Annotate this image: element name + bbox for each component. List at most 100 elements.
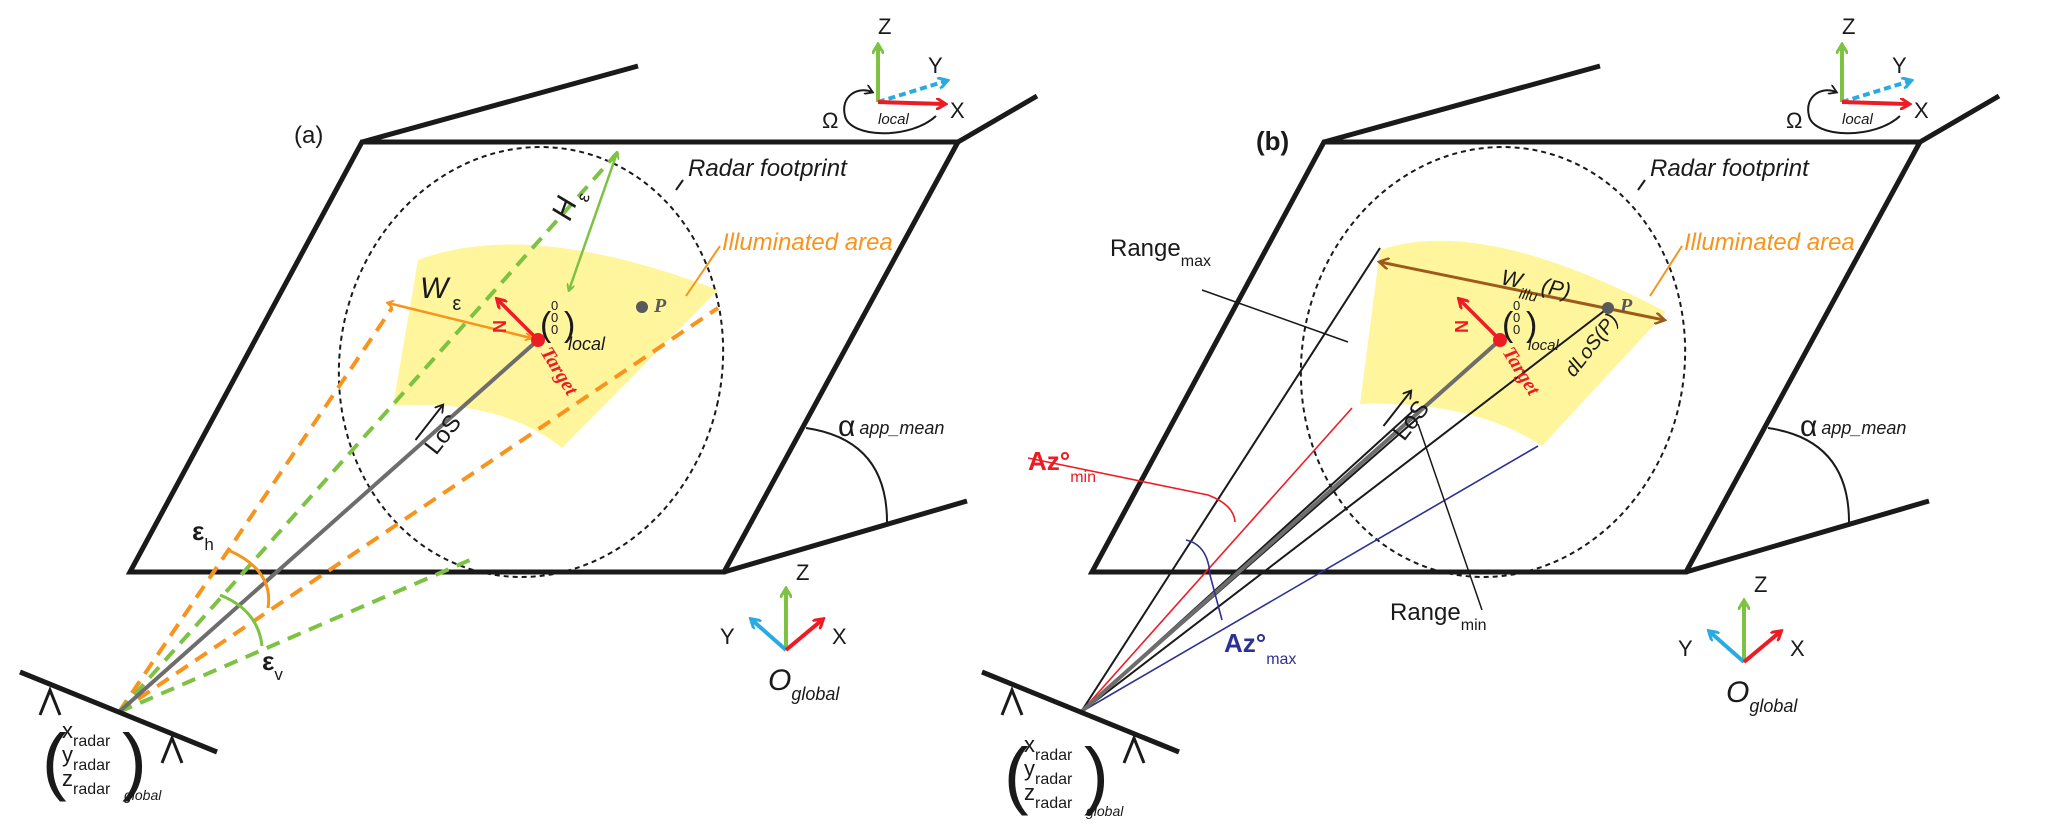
radar-up-arrow-icon	[38, 685, 62, 716]
radar-x-sub: radar	[73, 733, 111, 750]
point-p	[636, 301, 648, 313]
svg-text:xradar: xradar	[62, 718, 111, 750]
vertical-beam-lines	[117, 150, 620, 714]
illuminated-area-label: Illuminated area	[1684, 229, 1855, 256]
range-max-leader	[1201, 289, 1349, 343]
range-min-label: Range	[1390, 599, 1461, 626]
local-axes: Z Y X Ω local	[1786, 14, 1929, 135]
local-y-axis-icon	[877, 81, 946, 104]
local-origin-zero-1: 0	[551, 298, 558, 313]
alpha-sub: app_mean	[1821, 418, 1906, 438]
global-axes: Z Y X Oglobal	[720, 560, 847, 704]
local-origin-zero-2: 0	[1513, 310, 1520, 325]
los-arrow-icon	[1382, 391, 1411, 427]
los-label: LoS	[419, 409, 467, 459]
local-origin-zero-1: 0	[1513, 298, 1520, 313]
radar-y-var: y	[1024, 756, 1035, 781]
svg-text:εh: εh	[192, 516, 214, 554]
radar-footprint-leader	[675, 179, 684, 191]
local-z-label: Z	[1842, 14, 1855, 39]
local-origin-zero-3: 0	[1513, 322, 1520, 337]
local-x-label: X	[1914, 98, 1929, 123]
svg-text:zradar: zradar	[1024, 780, 1073, 812]
radar-footprint-label: Radar footprint	[688, 155, 848, 182]
az-min-label: Az°	[1028, 446, 1070, 476]
az-max-line	[1080, 445, 1539, 713]
epsilon-h-arc-icon	[227, 548, 271, 609]
panel-label: (a)	[294, 122, 323, 149]
az-min-sub: min	[1070, 469, 1096, 486]
local-origin-zero-3: 0	[551, 322, 558, 337]
radar-bar	[981, 669, 1180, 755]
w-illu-sub: illu	[1517, 285, 1539, 306]
radar-footprint-leader	[1637, 179, 1646, 191]
radar-y-var: y	[62, 742, 73, 767]
global-axes: Z Y X Oglobal	[1678, 572, 1805, 716]
omega-label: Ω	[822, 108, 838, 133]
radar-z-sub: radar	[73, 781, 111, 798]
global-origin-label: O	[1726, 676, 1749, 709]
global-frame-label: global	[791, 684, 840, 704]
w-epsilon-arrow-icon	[388, 303, 531, 338]
local-x-axis-icon	[877, 102, 944, 104]
h-epsilon-arrow-icon	[569, 153, 617, 290]
svg-text:Az°max: Az°max	[1224, 628, 1296, 668]
normal-label: N	[489, 320, 509, 333]
svg-text:εv: εv	[262, 646, 283, 684]
range-max-label: Range	[1110, 235, 1181, 262]
local-origin-sub: local	[1528, 337, 1560, 354]
az-min-arc-icon	[1027, 457, 1236, 523]
w-epsilon-label: W	[420, 272, 451, 305]
radar-up-arrow-icon	[160, 733, 184, 764]
global-x-label: X	[832, 624, 847, 649]
panel-b: (b) Z Y X Ω local	[981, 14, 2001, 819]
svg-text:Willu(P): Willu(P)	[1497, 264, 1573, 312]
alpha-label: α	[838, 410, 855, 443]
range-min-leader	[1417, 423, 1483, 611]
global-x-axis-icon	[1742, 632, 1780, 664]
az-max-arc-icon	[1185, 539, 1223, 621]
global-x-axis-icon	[784, 620, 822, 652]
svg-text:Rangemin: Rangemin	[1390, 599, 1487, 634]
svg-text:): )	[122, 719, 147, 802]
epsilon-h-sub: h	[204, 535, 213, 554]
radar-footprint-label: Radar footprint	[1650, 155, 1810, 182]
local-origin-zero-2: 0	[551, 310, 558, 325]
global-y-label: Y	[1678, 636, 1693, 661]
local-origin-vector: ( ) 0 0 0 local	[540, 298, 606, 354]
alpha-arc-icon	[805, 427, 889, 525]
line-of-sight	[117, 338, 540, 714]
horizontal-beam-lines	[117, 306, 720, 714]
svg-text:Wε: Wε	[420, 272, 461, 315]
svg-text:(: (	[1004, 733, 1029, 816]
svg-text:(: (	[540, 306, 552, 344]
range-max-line	[1080, 247, 1381, 713]
radar-up-arrow-icon	[1122, 733, 1146, 764]
radar-frame-label: global	[124, 787, 162, 803]
omega-label: Ω	[1786, 108, 1802, 133]
terrain-plane	[1087, 63, 2001, 575]
w-illu-arrow-icon	[1380, 262, 1664, 320]
radar-up-arrow-icon	[1000, 685, 1024, 716]
radar-y-sub: radar	[73, 757, 111, 774]
radar-frame-label: global	[1086, 803, 1124, 819]
normal-vector-icon	[498, 300, 540, 342]
rotation-omega-arrow-icon	[1807, 90, 1901, 135]
svg-text:(: (	[1502, 306, 1514, 344]
svg-text:Oglobal: Oglobal	[768, 664, 840, 704]
svg-text:): )	[1084, 733, 1109, 816]
svg-text:(: (	[42, 719, 67, 802]
radar-sensor: ( ) xradar yradar zradar global	[19, 669, 218, 803]
local-x-label: X	[950, 98, 965, 123]
dlos-line	[1080, 307, 1609, 713]
range-min-sub: min	[1461, 617, 1487, 634]
epsilon-v-sub: v	[274, 665, 283, 684]
rotation-omega-arrow-icon	[843, 90, 937, 135]
global-x-label: X	[1790, 636, 1805, 661]
az-min-line	[1080, 407, 1353, 713]
radar-x-var: x	[1024, 732, 1035, 757]
local-frame-label: local	[1842, 111, 1874, 128]
point-p	[1602, 302, 1614, 314]
illuminated-area-label: Illuminated area	[722, 229, 893, 256]
w-illu-arg: (P)	[1539, 273, 1573, 304]
